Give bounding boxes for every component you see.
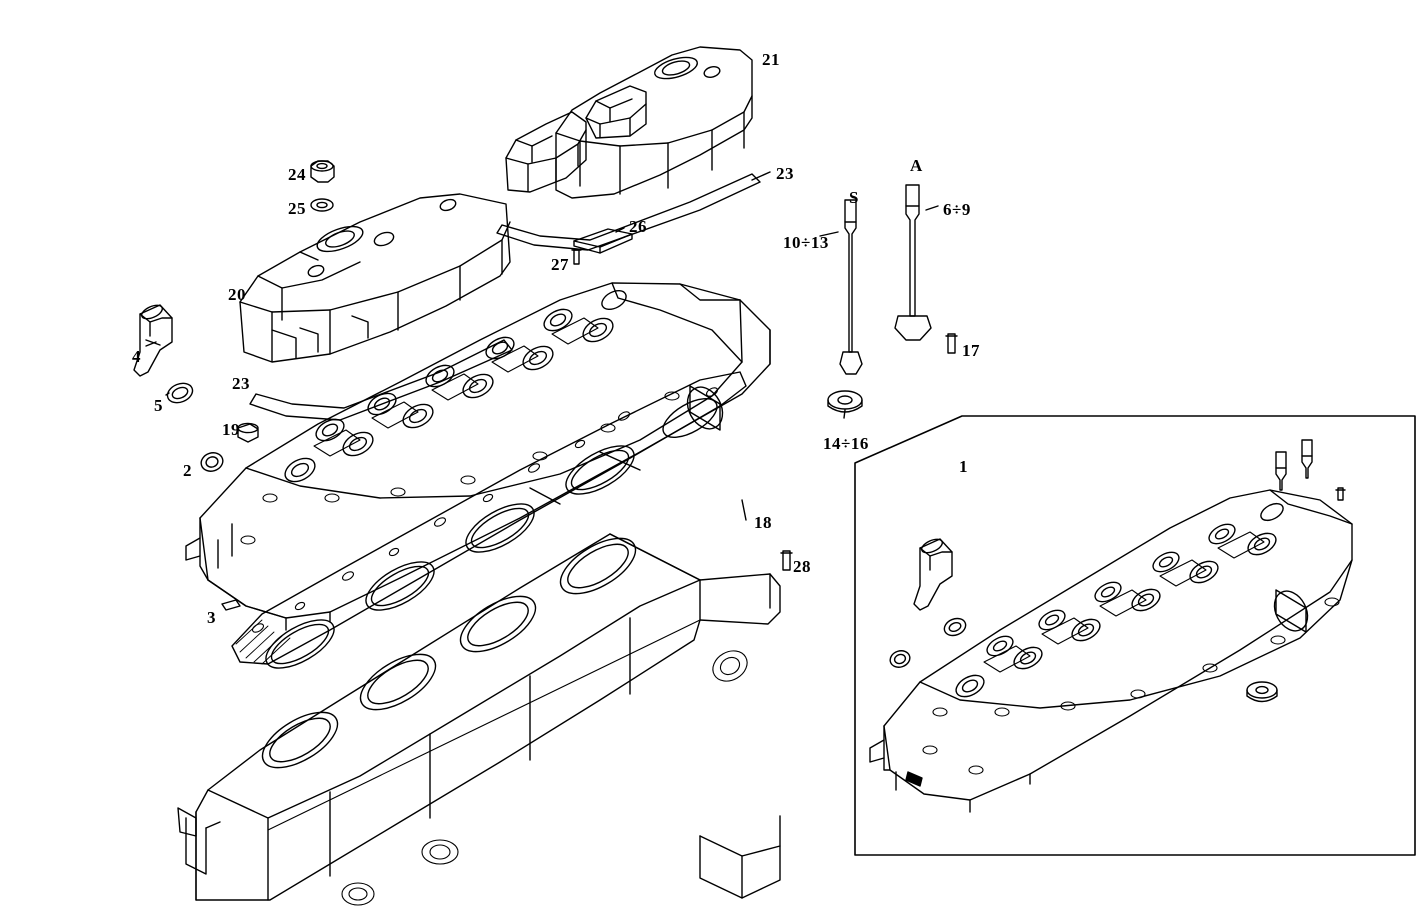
callout-5: 5 [154,396,163,415]
callout-2: 2 [183,461,192,480]
leader-26 [615,227,625,233]
part-28-dowel [780,550,793,571]
inset-o-ring [943,617,967,637]
callout-25: 25 [288,199,306,218]
inset-bracket [905,771,923,787]
part-23-cover-gasket-front [249,339,513,421]
part-3-shim [221,599,241,611]
leader-10-13 [819,231,839,237]
leader-18 [741,499,747,521]
part-6-9-valve-large [894,184,932,341]
callout-26: 26 [629,217,647,236]
part-5-o-ring [166,382,194,404]
inset-panel [854,415,1416,856]
part-21-valve-cover-rear [505,46,753,199]
part-2-o-ring [200,452,224,472]
part-26-plate [573,228,633,254]
callout-20: 20 [228,285,246,304]
callout-19: 19 [222,420,240,439]
part-1-cylinder-head-main [185,282,771,631]
inset-stem-seal [1335,487,1346,501]
callout-6-9: 6÷9 [943,200,971,219]
label-A: A [910,156,923,175]
part-14-16-retainer [827,390,863,413]
callout-3: 3 [207,608,216,627]
leader-14-16 [843,409,846,419]
inset-valves [1275,439,1313,491]
part-27-screw [571,249,582,265]
part-4-tube [133,304,173,377]
part-19-plug [237,422,259,443]
callout-27: 27 [551,255,569,274]
part-20-valve-cover-front [239,193,511,363]
leader-23-rear [751,171,771,181]
inset-retainer [1246,681,1278,703]
callout-24: 24 [288,165,306,184]
part-25-washer [310,198,334,212]
callout-18: 18 [754,513,772,532]
callout-1: 1 [959,457,968,476]
part-24-nut [310,160,335,183]
callout-10-13: 10÷13 [783,233,829,252]
callout-21: 21 [762,50,780,69]
engine-block [177,533,781,906]
inset-cylinder-head [869,489,1353,813]
callout-23-rear: 23 [776,164,794,183]
part-18-head-gasket [231,371,747,669]
leader-4 [145,341,157,347]
callout-4: 4 [132,347,141,366]
inset-o-ring-2 [889,650,911,668]
part-10-13-valve-small [839,199,863,375]
callout-23-front: 23 [232,374,250,393]
part-17-stem-seal [945,333,958,354]
label-S: S [849,188,859,207]
callout-28: 28 [793,557,811,576]
part-23-cover-gasket-rear [496,173,761,251]
inset-tube [913,538,953,611]
leader-6-9 [925,205,939,211]
leader-5 [165,392,170,396]
callout-17: 17 [962,341,980,360]
callout-14-16: 14÷16 [823,434,869,453]
